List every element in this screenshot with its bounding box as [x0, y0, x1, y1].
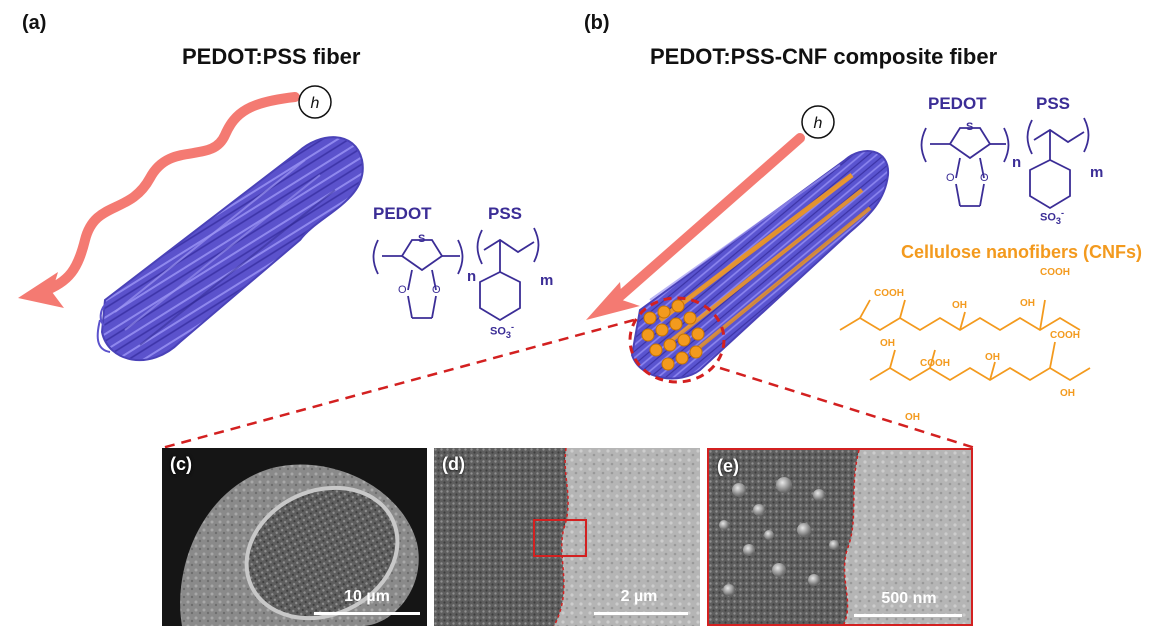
- zoom-highlight-circle: [628, 296, 726, 384]
- oh-5: OH: [905, 412, 920, 423]
- micrograph-c: (c) 10 µm: [162, 448, 427, 626]
- panel-a-label: (a): [22, 12, 47, 34]
- cooh-2: COOH: [1040, 267, 1070, 278]
- heat-symbol-b: h: [801, 105, 835, 139]
- zoom-line-left: [161, 318, 635, 450]
- pedot-structure-a: [372, 239, 464, 319]
- pss-structure-b: [1026, 117, 1090, 210]
- pedot-pss-fiber: [96, 136, 364, 361]
- micrograph-c-scale-bar: [314, 612, 420, 615]
- so3-a: SO3-: [490, 322, 514, 340]
- micrograph-d: (d) 2 µm: [434, 448, 700, 626]
- composite-fiber: [630, 150, 890, 380]
- cnf-cross-sections: [641, 299, 705, 371]
- heat-arrow-b: [586, 133, 805, 320]
- pss-m-b: m: [1090, 164, 1104, 181]
- heat-arrow-a: [18, 92, 300, 308]
- pedot-structure-b: [920, 127, 1010, 207]
- heat-symbol-a-text: h: [311, 95, 320, 112]
- oxygen-a-2: O: [432, 284, 441, 296]
- so3-a-text: SO: [490, 325, 506, 338]
- micrograph-e: (e) 500 nm: [707, 448, 973, 626]
- micrograph-d-image: [434, 448, 700, 626]
- micrograph-d-scale-text: 2 µm: [620, 588, 658, 605]
- oxygen-a-1: O: [398, 284, 407, 296]
- so3-b-text: SO: [1040, 211, 1056, 224]
- micrograph-e-scale-text: 500 nm: [881, 590, 937, 607]
- cooh-4: COOH: [1050, 330, 1080, 341]
- micrograph-d-label: (d): [442, 454, 465, 474]
- micrograph-e-scale-bar: [854, 614, 962, 617]
- so3-a-sub: 3: [505, 329, 511, 340]
- micrograph-c-scale-text: 10 µm: [344, 588, 390, 605]
- micrograph-d-scale-bar: [594, 612, 688, 615]
- so3-b: SO3-: [1040, 208, 1064, 226]
- pss-structure-a: [476, 227, 540, 322]
- pss-label-a: PSS: [488, 204, 523, 223]
- cooh-3: COOH: [920, 358, 950, 369]
- zoom-line-right: [719, 366, 976, 450]
- pedot-label-a: PEDOT: [373, 204, 432, 223]
- panel-b-label: (b): [584, 12, 610, 34]
- sulfur-b: S: [966, 121, 974, 133]
- pedot-label-b: PEDOT: [928, 94, 987, 113]
- oh-6: OH: [1060, 388, 1075, 399]
- oxygen-b-2: O: [980, 172, 989, 184]
- oh-3: OH: [880, 338, 895, 349]
- pedot-n-a: n: [467, 268, 477, 285]
- pedot-n-b: n: [1012, 154, 1022, 171]
- pss-m-a: m: [540, 272, 554, 289]
- oh-4: OH: [985, 352, 1000, 363]
- cooh-1: COOH: [874, 288, 904, 299]
- micrograph-e-label: (e): [717, 456, 739, 476]
- cellulose-structure: [839, 299, 1091, 382]
- sulfur-a: S: [418, 233, 426, 245]
- oxygen-b-1: O: [946, 172, 955, 184]
- heat-symbol-b-text: h: [814, 115, 823, 132]
- heat-symbol-a: h: [298, 85, 332, 119]
- panel-a-title: PEDOT:PSS fiber: [182, 44, 361, 69]
- micrograph-e-image: [709, 450, 971, 624]
- pss-label-b: PSS: [1036, 94, 1071, 113]
- micrograph-c-image: [162, 448, 427, 626]
- so3-b-sub: 3: [1055, 215, 1061, 226]
- panel-b-title: PEDOT:PSS-CNF composite fiber: [650, 44, 998, 69]
- oh-1: OH: [952, 300, 967, 311]
- cnf-label: Cellulose nanofibers (CNFs): [901, 242, 1143, 262]
- oh-2: OH: [1020, 298, 1035, 309]
- so3-b-sup: -: [1061, 208, 1065, 218]
- so3-a-sup: -: [511, 322, 515, 332]
- micrograph-c-label: (c): [170, 454, 192, 474]
